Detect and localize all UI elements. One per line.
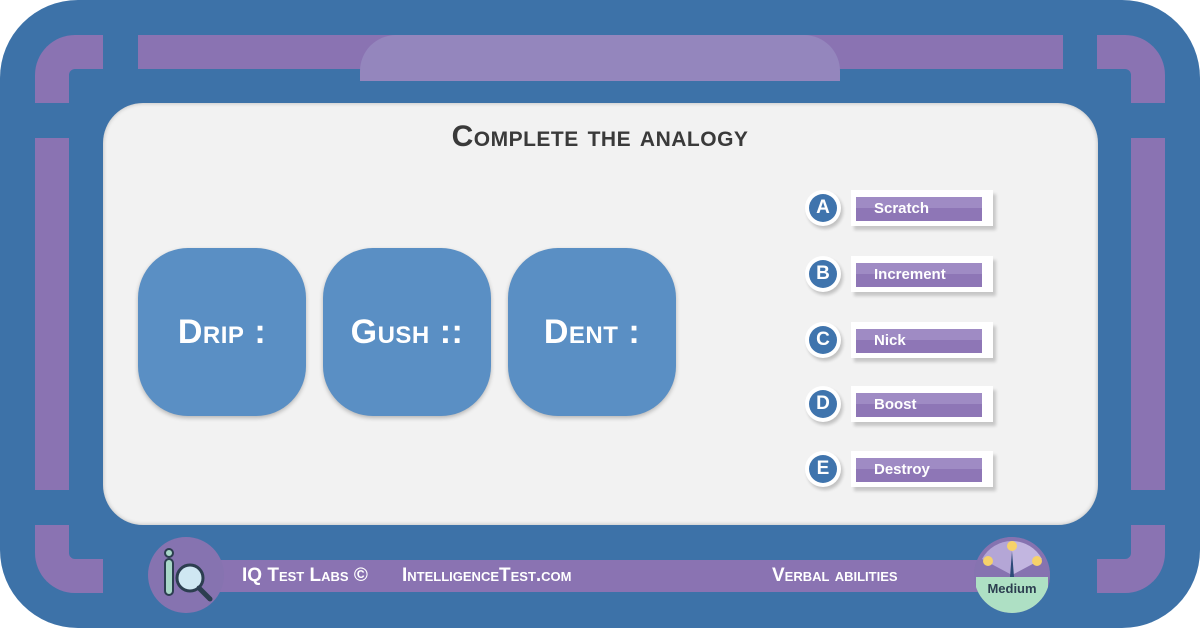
option-d-letter: D	[809, 390, 837, 418]
corner-bottom-right	[1097, 525, 1165, 593]
difficulty-meter-icon: Medium	[974, 537, 1050, 613]
option-e-badge[interactable]: E	[805, 451, 841, 487]
category-label: Verbal abilities	[772, 565, 898, 586]
iq-magnifier-icon	[148, 537, 224, 613]
option-d[interactable]: D Boost	[805, 386, 997, 430]
option-e-label: Destroy	[874, 461, 930, 478]
question-title: Complete the analogy	[451, 120, 749, 153]
option-e[interactable]: E Destroy	[805, 451, 997, 495]
right-strip	[1131, 138, 1165, 490]
analogy-word-3: Dent :	[508, 248, 676, 416]
footer-bar	[200, 560, 1000, 592]
option-d-button[interactable]: Boost	[851, 386, 993, 422]
option-a-button[interactable]: Scratch	[851, 190, 993, 226]
option-a-badge[interactable]: A	[805, 190, 841, 226]
option-a-label: Scratch	[874, 200, 930, 217]
option-c-letter: C	[809, 326, 837, 354]
left-strip	[35, 138, 69, 490]
option-b[interactable]: B Increment	[805, 256, 997, 300]
difficulty-label: Medium	[987, 581, 1037, 596]
analogy-word-1: Drip :	[138, 248, 306, 416]
option-c-badge[interactable]: C	[805, 322, 841, 358]
option-c-label: Nick	[874, 332, 906, 349]
option-d-label: Boost	[874, 396, 917, 413]
option-a-letter: A	[809, 194, 837, 222]
option-b-label: Increment	[874, 266, 946, 283]
top-tab	[360, 35, 840, 81]
option-d-badge[interactable]: D	[805, 386, 841, 422]
analogy-word-1-text: Drip :	[177, 312, 267, 351]
option-b-button[interactable]: Increment	[851, 256, 993, 292]
option-c[interactable]: C Nick	[805, 322, 997, 366]
option-c-button[interactable]: Nick	[851, 322, 993, 358]
analogy-word-2-text: Gush ::	[350, 312, 464, 351]
site-link[interactable]: IntelligenceTest.com	[402, 565, 572, 586]
option-e-letter: E	[809, 455, 837, 483]
analogy-word-2: Gush ::	[323, 248, 491, 416]
analogy-word-3-text: Dent :	[543, 312, 641, 351]
corner-bottom-left	[35, 525, 103, 593]
corner-top-left	[35, 35, 103, 103]
option-b-badge[interactable]: B	[805, 256, 841, 292]
option-e-button[interactable]: Destroy	[851, 451, 993, 487]
option-b-letter: B	[809, 260, 837, 288]
corner-top-right	[1097, 35, 1165, 103]
option-a[interactable]: A Scratch	[805, 190, 997, 234]
brand-label: IQ Test Labs ©	[242, 565, 368, 586]
